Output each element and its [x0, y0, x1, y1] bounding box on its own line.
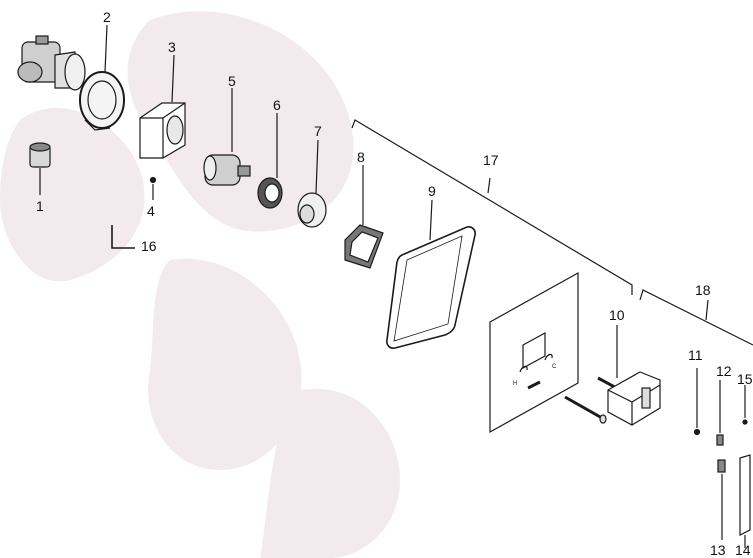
label-part-4: 4 [147, 203, 155, 219]
label-part-18: 18 [695, 282, 711, 298]
label-part-9: 9 [428, 183, 436, 199]
part-18-bracket [639, 289, 753, 346]
part-12-grub-screw [716, 380, 724, 446]
label-part-7: 7 [314, 123, 322, 139]
label-part-10: 10 [609, 307, 625, 323]
label-part-8: 8 [357, 149, 365, 165]
label-part-5: 5 [228, 73, 236, 89]
part-2-flange [79, 24, 125, 131]
label-part-17: 17 [483, 152, 499, 168]
part-13-screw [717, 459, 726, 540]
label-part-3: 3 [168, 39, 176, 55]
part-7-sleeve [297, 139, 327, 228]
part-4-pin [149, 176, 157, 200]
label-part-2: 2 [103, 9, 111, 25]
part-3-cube [139, 54, 186, 159]
label-part-1: 1 [36, 198, 44, 214]
part-5-cartridge [203, 88, 251, 186]
part-14-key [739, 454, 751, 548]
part-16-allen-key [111, 225, 135, 249]
cover-plate: H C [489, 271, 579, 434]
svg-text:C: C [552, 364, 557, 370]
part-9-gasket [386, 199, 476, 349]
label-part-11: 11 [688, 347, 703, 363]
label-part-16: 16 [141, 238, 157, 254]
part-17-bracket [351, 119, 633, 295]
valve-body [17, 35, 86, 91]
handle [607, 371, 661, 426]
label-part-12: 12 [716, 363, 732, 379]
part-15-pin [742, 385, 748, 425]
watermark-logo [0, 11, 400, 558]
svg-text:H: H [513, 381, 517, 387]
label-part-14: 14 [735, 542, 751, 558]
part-11-pin [693, 368, 701, 436]
part-6-ring-nut [257, 113, 283, 209]
part-8-small-frame [344, 165, 384, 269]
part-1-connector [29, 142, 51, 195]
label-part-15: 15 [737, 371, 753, 387]
label-part-13: 13 [710, 542, 726, 558]
label-part-6: 6 [273, 97, 281, 113]
